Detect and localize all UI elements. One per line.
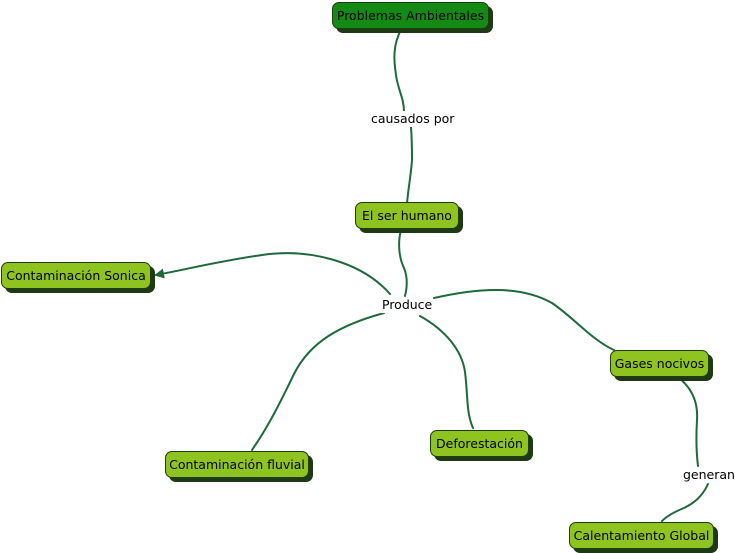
link-label-produce: Produce [381,297,434,313]
link-produce-to-fluvial [251,312,385,451]
link-produce-to-sonica [154,252,391,295]
link-ser-humano-to-produce [398,229,408,297]
link-label-causados-por: causados por [370,111,456,127]
node-calentamiento-global[interactable]: Calentamiento Global [569,522,714,549]
node-deforestacion[interactable]: Deforestación [430,430,529,457]
node-problemas-ambientales[interactable]: Problemas Ambientales [332,2,489,29]
link-label-generan: generan [682,467,735,483]
link-causados-to-ser-humano [406,126,414,205]
link-generan-to-calentamiento [661,483,709,522]
node-contaminacion-fluvial[interactable]: Contaminación fluvial [165,451,309,478]
node-el-ser-humano[interactable]: El ser humano [355,202,459,229]
link-produce-to-gases [433,289,615,351]
link-produce-to-deforestacion [419,315,474,429]
node-gases-nocivos[interactable]: Gases nocivos [610,350,709,377]
node-contaminacion-sonica[interactable]: Contaminación Sonica [1,262,151,289]
link-gases-to-generan [678,377,699,467]
link-root-to-causados [393,27,405,113]
